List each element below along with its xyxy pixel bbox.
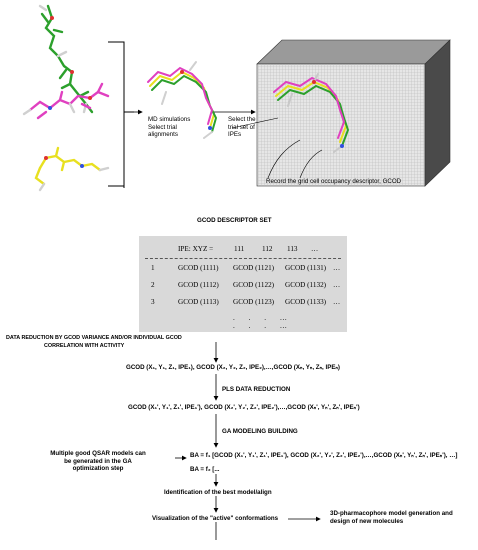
table-header-col: … xyxy=(311,245,319,253)
row-index: 1 xyxy=(151,264,155,272)
cube-molecules-image xyxy=(273,73,350,153)
ba-equation-1: BA = f₁ [GCOD (X₁', Y₁', Z₁', IPE₁'), GC… xyxy=(190,452,458,459)
table-header-col: 113 xyxy=(287,245,298,253)
ipe-label-line2: trial set of xyxy=(228,123,255,131)
row-index: 2 xyxy=(151,281,155,289)
pointer-lines xyxy=(231,117,323,179)
table-cell: GCOD (1133) xyxy=(285,298,327,306)
multiple-models-line2: be generated in the GA xyxy=(64,457,132,465)
data-reduction-label: DATA REDUCTION BY GCOD VARIANCE AND/OR I… xyxy=(6,334,246,350)
table-cell: GCOD (1131) xyxy=(285,264,327,272)
pharmacophore-line1: 3D-pharmacophore model generation and xyxy=(330,510,453,517)
table-cell: … xyxy=(333,264,341,272)
ellipsis-row: . . . … xyxy=(233,314,293,322)
table-cell: GCOD (1121) xyxy=(233,264,275,272)
table-cell: GCOD (1123) xyxy=(233,298,275,306)
ipe-label-line3: IPEs xyxy=(228,131,242,138)
md-label-line3: alignments xyxy=(148,131,178,138)
data-reduction-line2: CORRELATION WITH ACTIVITY xyxy=(44,343,125,349)
ipe-label-line1: Select the xyxy=(228,116,256,123)
descriptor-table: IPE: XYZ = 111 112 113 … 1 GCOD (1111) G… xyxy=(139,236,347,332)
pharmacophore-label: 3D-pharmacophore model generation and de… xyxy=(330,510,476,525)
table-header-label: IPE: XYZ = xyxy=(178,245,214,253)
data-reduction-line1: DATA REDUCTION BY GCOD VARIANCE AND/OR I… xyxy=(6,335,182,341)
table-cell: … xyxy=(333,281,341,289)
multiple-models-label: Multiple good QSAR models can be generat… xyxy=(28,450,168,473)
molecule-magenta-image xyxy=(22,82,110,120)
table-header-col: 112 xyxy=(262,245,273,253)
input-bracket xyxy=(108,41,134,187)
table-cell: GCOD (1132) xyxy=(285,281,327,289)
table-cell: … xyxy=(333,298,341,306)
table-cell: GCOD (1122) xyxy=(233,281,275,289)
multiple-models-line1: Multiple good QSAR models can xyxy=(50,450,146,457)
full-descriptor-text: GCOD (X₁, Y₁, Z₁, IPE₁), GCOD (X₂, Y₂, Z… xyxy=(126,364,340,371)
row-index: 3 xyxy=(151,298,155,306)
md-simulations-label: MD simulations Select trial alignments xyxy=(148,116,218,139)
record-gcod-label: Record the grid cell occupancy descripto… xyxy=(266,178,402,185)
molecule-yellow-image xyxy=(34,146,110,192)
pharmacophore-line2: design of new molecules xyxy=(330,517,404,525)
table-cell: GCOD (1113) xyxy=(178,298,219,306)
multiple-models-line3: optimization step xyxy=(72,465,124,472)
ellipsis-row: . . . … xyxy=(233,322,293,330)
md-label-line1: MD simulations xyxy=(148,116,191,123)
identification-label: Identification of the best model/align xyxy=(164,489,272,496)
table-divider xyxy=(145,258,341,259)
grid-cube xyxy=(256,39,451,187)
descriptor-set-title: GCOD DESCRIPTOR SET xyxy=(197,217,272,224)
table-header-col: 111 xyxy=(234,245,245,253)
ga-label: GA MODELING BUILDING xyxy=(222,428,298,435)
table-cell: GCOD (1112) xyxy=(178,281,219,289)
aligned-molecules-image xyxy=(147,61,218,139)
reduced-descriptor-text: GCOD (X₁', Y₁', Z₁', IPE₁'), GCOD (X₂', … xyxy=(128,404,360,411)
select-ipe-label: Select the trial set of IPEs xyxy=(228,116,268,139)
md-label-line2: Select trial xyxy=(148,123,177,131)
pls-label: PLS DATA REDUCTION xyxy=(222,386,291,393)
ba-equation-2: BA = f₂ [... xyxy=(190,466,220,473)
table-cell: GCOD (1111) xyxy=(178,264,219,272)
visualization-label: Visualization of the "active" conformati… xyxy=(152,515,279,522)
